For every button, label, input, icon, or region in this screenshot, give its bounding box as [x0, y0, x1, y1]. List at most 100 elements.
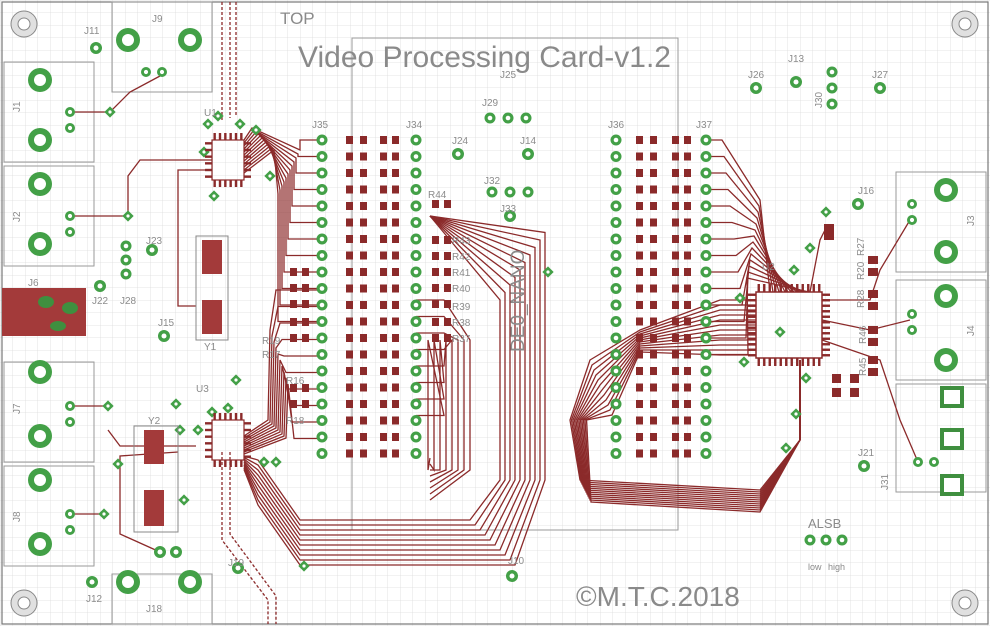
resistor-pad — [636, 400, 643, 408]
designator-r42: R42 — [452, 252, 471, 263]
resistor-pad — [636, 449, 643, 458]
resistor-pad — [346, 416, 353, 425]
resistor-pad — [672, 350, 679, 359]
designator-j30: J30 — [814, 91, 825, 108]
resistor-pad — [346, 317, 353, 326]
resistor-pad — [380, 416, 387, 425]
designator-j29: J29 — [482, 98, 499, 109]
resistor-pad — [636, 218, 643, 227]
resistor-pad — [432, 200, 439, 208]
resistor-pad — [672, 383, 679, 392]
designator-r45: R45 — [858, 357, 869, 376]
resistor-pad — [290, 318, 297, 326]
resistor-pad — [346, 136, 353, 144]
resistor-pad — [636, 367, 643, 375]
resistor-pad — [290, 334, 297, 342]
resistor-pad — [672, 334, 679, 342]
resistor-pad — [432, 268, 439, 276]
resistor-pad — [432, 300, 439, 308]
designator-j36: J36 — [608, 120, 625, 131]
designator-r43: R43 — [452, 236, 471, 247]
layer-label: TOP — [280, 9, 315, 28]
resistor-pad — [346, 301, 353, 309]
resistor-pad — [636, 136, 643, 144]
designator-j2: J2 — [12, 211, 23, 222]
designator-j25: J25 — [500, 70, 517, 81]
resistor-pad — [380, 301, 387, 309]
resistor-pad — [636, 169, 643, 177]
u2-ic — [748, 284, 830, 366]
resistor-pad — [346, 218, 353, 227]
resistor-pad — [380, 334, 387, 342]
connector-pads — [28, 28, 958, 594]
resistor-pad — [346, 202, 353, 210]
resistor-pad — [380, 268, 387, 276]
designator-r20: R20 — [856, 261, 867, 280]
resistor-pad — [672, 136, 679, 144]
designator-j7: J7 — [12, 403, 23, 414]
header-pins — [65, 42, 939, 588]
designator-u3: U3 — [196, 384, 209, 395]
jumper-label: ALSB — [808, 516, 841, 531]
designator-r40: R40 — [452, 284, 471, 295]
copyright: ©M.T.C.2018 — [576, 581, 740, 612]
resistor-pad — [346, 169, 353, 177]
resistor-pad — [432, 284, 439, 292]
designator-j1: J1 — [12, 101, 23, 112]
resistor-pad — [672, 218, 679, 227]
designator-r44: R44 — [428, 190, 447, 201]
designator-j37: J37 — [696, 120, 713, 131]
resistor-pad — [432, 334, 439, 342]
designator-r28: R28 — [856, 289, 867, 308]
resistor-pad — [672, 251, 679, 260]
designator-j12: J12 — [86, 594, 103, 605]
designator-j28: J28 — [120, 296, 137, 307]
jumper-sub-left: low — [808, 562, 822, 572]
resistor-pad — [636, 383, 643, 392]
designator-j6: J6 — [28, 278, 39, 289]
designator-j9: J9 — [152, 14, 163, 25]
resistor-pad — [672, 152, 679, 161]
designator-r18: R18 — [286, 416, 305, 427]
resistor-pad — [380, 136, 387, 144]
designator-r16: R16 — [286, 376, 305, 387]
designator-j21: J21 — [858, 448, 875, 459]
designator-u1: U1 — [204, 108, 217, 119]
resistor-pads — [290, 136, 878, 458]
resistor-pad — [346, 433, 353, 441]
designator-j10: J10 — [508, 556, 525, 567]
resistor-pad — [432, 318, 439, 326]
resistor-pad — [636, 317, 643, 326]
designator-j14: J14 — [520, 136, 537, 147]
designator-r41: R41 — [452, 268, 471, 279]
resistor-pad — [290, 268, 297, 276]
resistor-pad — [380, 284, 387, 293]
resistor-pad — [672, 367, 679, 375]
resistor-pad — [346, 367, 353, 375]
y2-crystal — [133, 425, 179, 533]
designator-r17: R17 — [262, 350, 281, 361]
resistor-pad — [346, 185, 353, 194]
resistor-pad — [346, 449, 353, 458]
resistor-pad — [636, 301, 643, 309]
resistor-pad — [380, 383, 387, 392]
resistor-pad — [672, 416, 679, 425]
resistor-pad — [380, 202, 387, 210]
designator-y2: Y2 — [148, 416, 161, 427]
designator-j32: J32 — [484, 176, 501, 187]
resistor-pad — [290, 300, 297, 308]
designator-y1: Y1 — [204, 342, 217, 353]
designator-j34: J34 — [406, 120, 423, 131]
j31-power-jack — [940, 386, 964, 496]
resistor-pad — [636, 235, 643, 243]
designator-j19: J19 — [228, 558, 245, 569]
resistor-pad — [380, 350, 387, 359]
copper-traces — [70, 75, 919, 566]
resistor-pad — [432, 252, 439, 260]
resistor-pad — [346, 350, 353, 359]
resistor-pad — [636, 416, 643, 425]
resistor-pad — [672, 235, 679, 243]
resistor-pad — [636, 251, 643, 260]
